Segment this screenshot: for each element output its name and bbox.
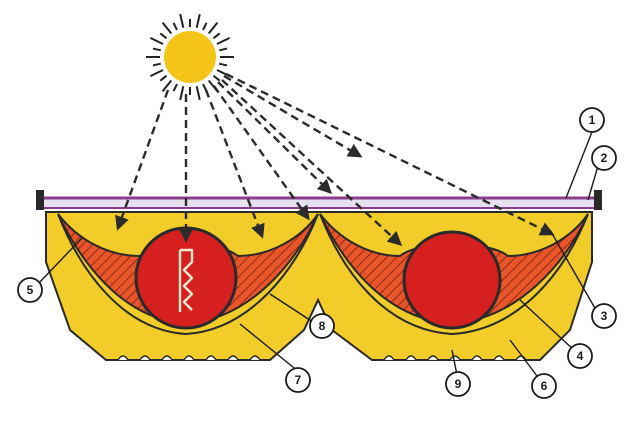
sun-ray bbox=[219, 64, 227, 66]
sun-ray bbox=[213, 33, 219, 38]
sun-ray bbox=[160, 76, 166, 81]
sun-ray bbox=[213, 76, 219, 81]
callout-5-label: 5 bbox=[27, 283, 34, 297]
callout-2: 2 bbox=[592, 146, 616, 170]
sun-ray bbox=[197, 86, 200, 100]
callout-7: 7 bbox=[286, 368, 310, 392]
callout-4-label: 4 bbox=[577, 349, 584, 363]
sun-ray bbox=[150, 70, 163, 76]
sun-icon bbox=[146, 14, 234, 100]
sun-ray bbox=[203, 23, 206, 30]
callout-7-label: 7 bbox=[295, 373, 302, 387]
sun-ray bbox=[174, 84, 177, 91]
sun-ray bbox=[219, 49, 227, 51]
callout-9-label: 9 bbox=[455, 377, 462, 391]
sun-ray bbox=[217, 38, 230, 44]
sun-ray bbox=[197, 14, 200, 28]
sun-ray bbox=[174, 23, 177, 30]
callout-9: 9 bbox=[446, 372, 470, 396]
callout-3-label: 3 bbox=[601, 309, 608, 323]
callout-6: 6 bbox=[532, 374, 556, 398]
cover-clamp-left bbox=[36, 190, 44, 210]
sun-ray bbox=[209, 23, 218, 34]
right-absorber-tube bbox=[404, 232, 500, 328]
sun-ray bbox=[150, 38, 163, 44]
sun-ray bbox=[180, 14, 183, 28]
sun-ray bbox=[153, 64, 161, 66]
callout-5: 5 bbox=[18, 278, 42, 302]
cover-clamp-right bbox=[594, 190, 602, 210]
callout-4: 4 bbox=[568, 344, 592, 368]
sun-ray bbox=[163, 23, 172, 34]
sun-ray bbox=[160, 33, 166, 38]
callout-1: 1 bbox=[580, 108, 604, 132]
callout-1-label: 1 bbox=[589, 113, 596, 127]
callout-6-label: 6 bbox=[541, 379, 548, 393]
callout-3: 3 bbox=[592, 304, 616, 328]
callout-8-label: 8 bbox=[319, 319, 326, 333]
callout-8: 8 bbox=[310, 314, 334, 338]
callout-2-label: 2 bbox=[601, 151, 608, 165]
sun-ray bbox=[180, 86, 183, 100]
left-absorber-tube bbox=[136, 228, 236, 328]
sun-ray bbox=[153, 49, 161, 51]
